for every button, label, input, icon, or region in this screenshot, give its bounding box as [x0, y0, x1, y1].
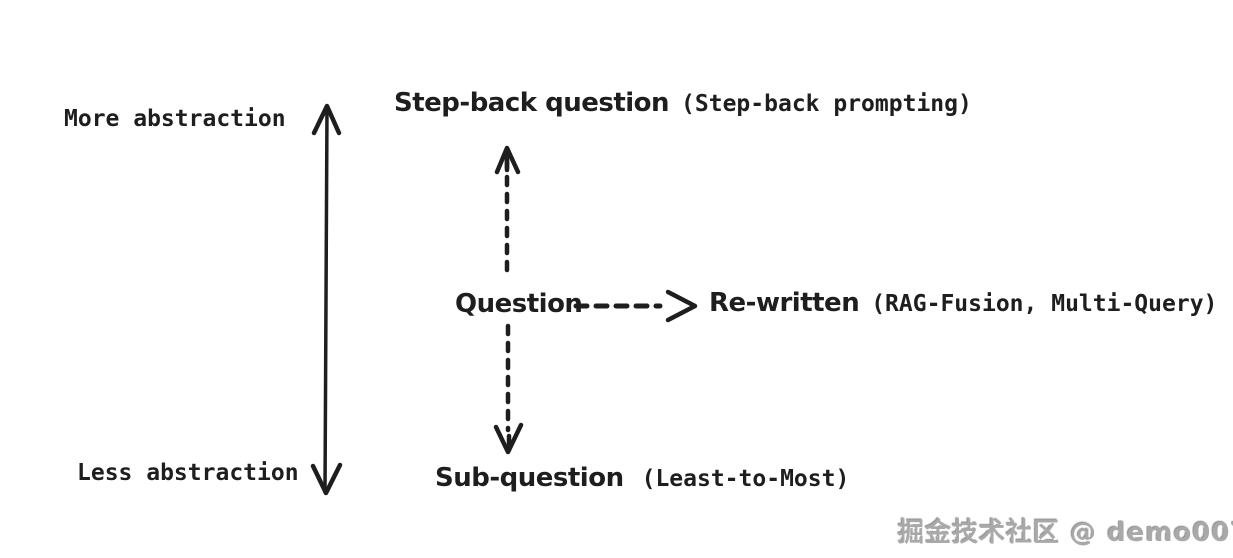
axis-top-label: More abstraction	[64, 106, 286, 132]
axis-bottom-label: Less abstraction	[77, 460, 299, 486]
dashed-arrow-up-icon	[494, 145, 521, 273]
step-back-node: Step-back question (Step-back prompting)	[394, 88, 972, 118]
step-back-method: (Step-back prompting)	[681, 91, 972, 117]
sub-question-node: Sub-question (Least-to-Most)	[435, 463, 849, 493]
sub-question-method: (Least-to-Most)	[641, 466, 850, 492]
re-written-method: (RAG-Fusion, Multi-Query)	[871, 291, 1218, 317]
re-written-node: Re-written (RAG-Fusion, Multi-Query)	[709, 288, 1217, 318]
sub-question-title: Sub-question	[435, 463, 624, 493]
re-written-title: Re-written	[709, 288, 860, 318]
dashed-arrow-down-icon	[493, 323, 524, 455]
step-back-title: Step-back question	[394, 88, 670, 118]
double-headed-vertical-arrow-icon	[310, 103, 343, 496]
dashed-arrow-right-icon	[573, 289, 698, 323]
watermark: 掘金技术社区 @ demo007x	[898, 518, 1233, 548]
question-title: Question	[455, 289, 583, 319]
question-node: Question	[455, 289, 583, 319]
